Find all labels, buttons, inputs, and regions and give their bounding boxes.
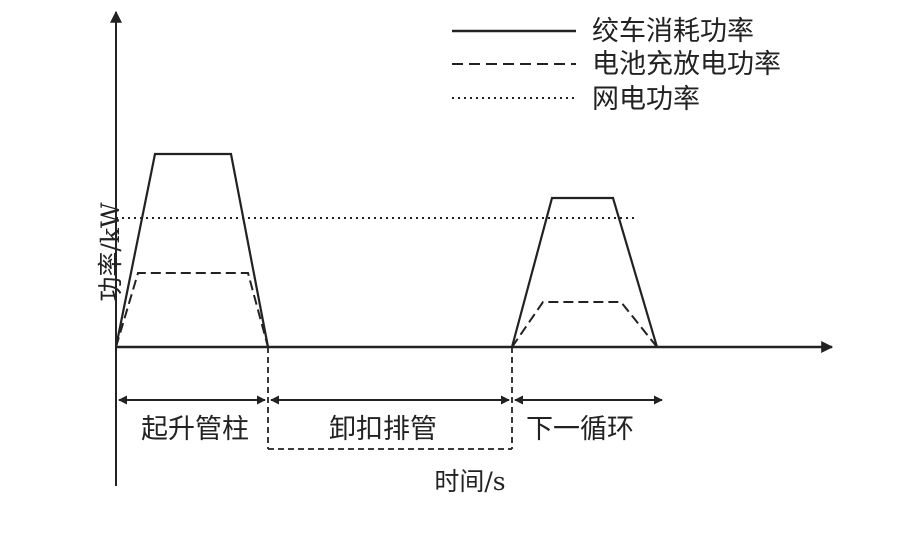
winch-power-curve-1 [114, 152, 270, 348]
phase-label-unload: 卸扣排管 [329, 414, 437, 445]
y-axis-label: 功率/kW [96, 202, 125, 302]
phase-label-hoist: 起升管柱 [141, 414, 249, 445]
x-axis-label: 时间/s [434, 467, 505, 496]
battery-power-curve-1 [115, 272, 269, 348]
legend-label-battery: 电池充放电功率 [592, 49, 781, 80]
phase-label-next: 下一循环 [526, 414, 634, 445]
legend-label-grid: 网电功率 [592, 84, 700, 115]
winch-power-curve-2 [510, 196, 659, 348]
legend: 绞车消耗功率 电池充放电功率 网电功率 [452, 16, 781, 115]
battery-power-curve-2 [511, 301, 658, 348]
legend-label-winch: 绞车消耗功率 [592, 16, 754, 47]
